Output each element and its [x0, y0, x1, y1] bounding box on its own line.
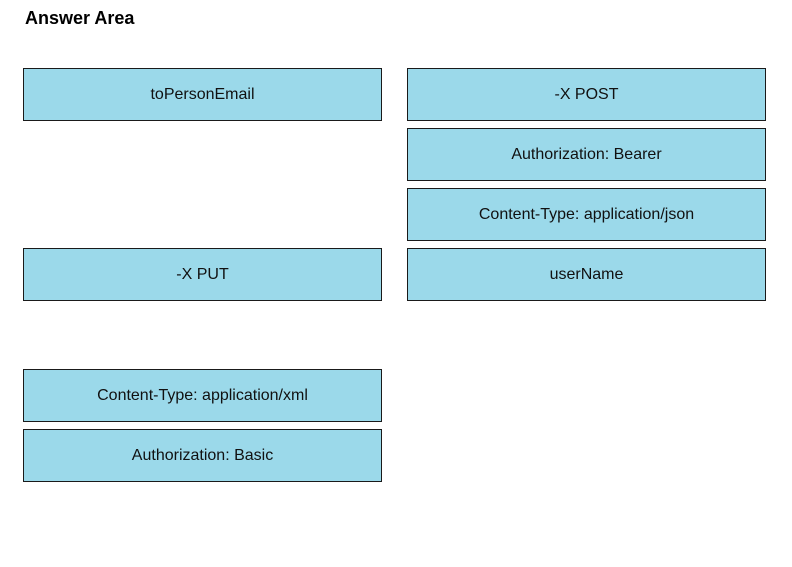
option-x-put[interactable]: -X PUT: [23, 248, 382, 301]
option-user-name[interactable]: userName: [407, 248, 766, 301]
option-x-post[interactable]: -X POST: [407, 68, 766, 121]
option-content-type-xml[interactable]: Content-Type: application/xml: [23, 369, 382, 422]
answer-area-title: Answer Area: [25, 8, 135, 28]
option-authorization-bearer[interactable]: Authorization: Bearer: [407, 128, 766, 181]
option-to-person-email[interactable]: toPersonEmail: [23, 68, 382, 121]
option-content-type-json[interactable]: Content-Type: application/json: [407, 188, 766, 241]
option-authorization-basic[interactable]: Authorization: Basic: [23, 429, 382, 482]
